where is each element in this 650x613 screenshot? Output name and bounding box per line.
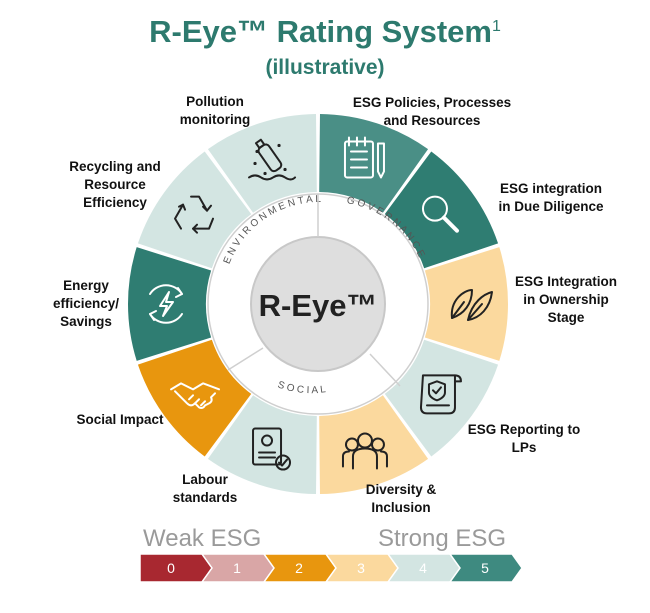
bottle-pollution-icon (248, 138, 297, 181)
segment-handshake (137, 339, 252, 457)
scale-step-5 (448, 553, 523, 583)
scale-step-0 (139, 553, 213, 583)
people-group-icon (341, 432, 388, 470)
segment-recycle (137, 151, 252, 269)
segment-people-group (319, 395, 429, 494)
recycle-icon (174, 195, 215, 234)
scale-step-label: 2 (295, 560, 303, 576)
segment-document-badge (207, 395, 317, 494)
center-label: R-Eye™ (259, 288, 378, 323)
document-badge-icon (252, 427, 292, 471)
label-diversity: Diversity &Inclusion (365, 482, 437, 515)
segment-energy-cycle (128, 247, 212, 361)
certificate-scroll-icon (419, 374, 462, 415)
magnifier-icon (421, 195, 459, 233)
page-subtitle: (illustrative) (265, 56, 385, 79)
scale-step-label: 4 (419, 560, 427, 576)
weak-esg-label: Weak ESG (143, 525, 262, 552)
energy-cycle-icon (149, 284, 183, 324)
handshake-icon (170, 382, 221, 409)
segment-magnifier (384, 151, 499, 269)
strong-esg-label: Strong ESG (378, 525, 507, 552)
wheel-icons (149, 136, 493, 471)
clipboard-pen-icon (343, 136, 385, 179)
scale-step-label: 5 (481, 560, 489, 576)
ring-divider (227, 347, 264, 371)
scale-step-label: 1 (233, 560, 241, 576)
title-text: R-Eye™ Rating System (149, 14, 492, 49)
segment-leaves (424, 247, 509, 361)
leaves-icon (450, 289, 493, 321)
esg-scale: 0 1 2 3 4 5 (139, 553, 523, 583)
scale-step-label: 3 (357, 560, 365, 576)
label-social-impact: Social Impact (76, 412, 164, 427)
page-title: R-Eye™ Rating System1 (0, 14, 650, 50)
ring-divider (369, 353, 401, 387)
scale-step-label: 0 (167, 560, 175, 576)
footnote-marker: 1 (491, 18, 501, 35)
segment-bottle-pollution (207, 114, 317, 213)
